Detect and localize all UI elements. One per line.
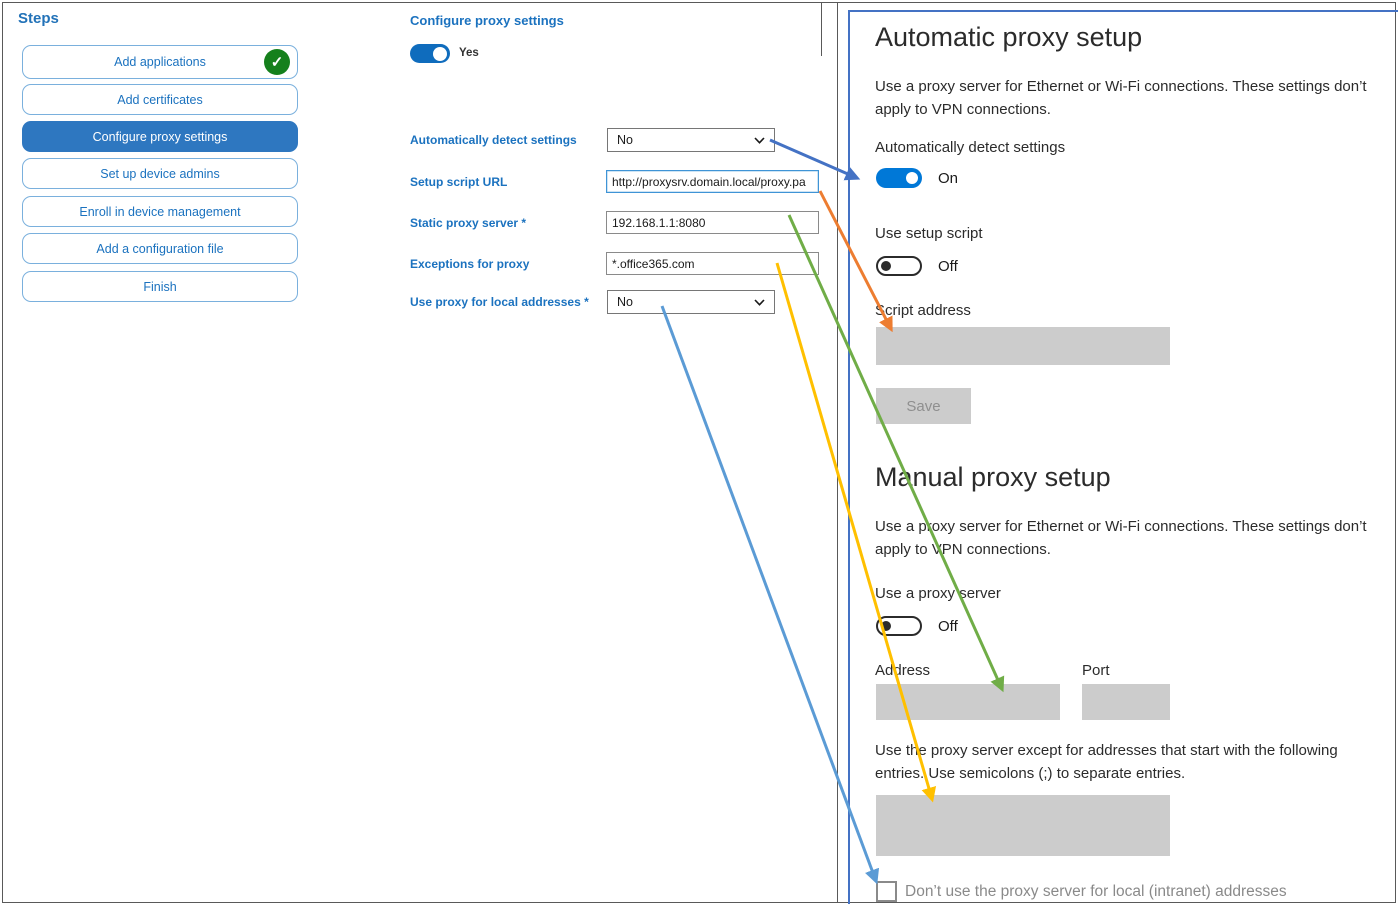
step-enroll-in-device-management[interactable]: Enroll in device management (22, 196, 298, 227)
field-label-detect-settings: Automatically detect settings (410, 133, 577, 147)
toggle-knob (881, 261, 891, 271)
use-setup-script-toggle-state: Off (938, 258, 958, 275)
dropdown-value: No (617, 295, 633, 309)
toggle-knob (881, 621, 891, 631)
step-label: Enroll in device management (79, 204, 241, 219)
step-label: Add a configuration file (96, 241, 224, 256)
step-label: Add applications (114, 55, 206, 69)
pane-divider (837, 2, 838, 903)
outer-border-top (2, 2, 1396, 3)
address-input[interactable] (876, 684, 1060, 720)
manual-proxy-setup-heading: Manual proxy setup (875, 462, 1111, 492)
step-add-a-configuration-file[interactable]: Add a configuration file (22, 233, 298, 264)
field-label-proxy-local-addresses: Use proxy for local addresses * (410, 295, 589, 309)
outer-border-right (1395, 2, 1396, 903)
automatic-proxy-description: Use a proxy server for Ethernet or Wi-Fi… (875, 78, 1367, 118)
step-set-up-device-admins[interactable]: Set up device admins (22, 158, 298, 189)
detect-settings-dropdown[interactable]: No (607, 128, 775, 152)
save-button[interactable]: Save (876, 388, 971, 424)
settings-panel-frame-top (848, 10, 1398, 12)
detect-settings-toggle[interactable] (876, 168, 922, 188)
steps-title: Steps (18, 10, 59, 27)
script-address-label: Script address (875, 302, 971, 319)
proxy-exceptions-description: Use the proxy server except for addresse… (875, 742, 1338, 782)
proxy-local-addresses-dropdown[interactable]: No (607, 290, 775, 314)
port-label: Port (1082, 662, 1110, 679)
step-add-applications[interactable]: Add applications (22, 45, 298, 79)
automatic-proxy-setup-heading: Automatic proxy setup (875, 22, 1143, 52)
detect-settings-toggle-state: On (938, 170, 959, 187)
detect-settings-label: Automatically detect settings (875, 139, 1066, 156)
step-finish[interactable]: Finish (22, 271, 298, 302)
field-label-exceptions-for-proxy: Exceptions for proxy (410, 257, 530, 271)
address-label: Address (875, 662, 931, 679)
outer-border-left (2, 2, 3, 903)
settings-panel-frame-left (848, 10, 850, 904)
step-add-certificates[interactable]: Add certificates (22, 84, 298, 115)
exceptions-for-proxy-input[interactable] (606, 252, 819, 275)
configure-proxy-toggle[interactable] (410, 44, 450, 63)
step-label: Add certificates (117, 92, 203, 107)
use-setup-script-toggle[interactable] (876, 256, 922, 276)
chevron-down-icon (754, 133, 765, 147)
step-label: Finish (143, 279, 177, 294)
static-proxy-server-input[interactable] (606, 211, 819, 234)
pane-divider-short (821, 2, 822, 56)
use-proxy-server-toggle-state: Off (938, 618, 958, 635)
use-proxy-server-toggle[interactable] (876, 616, 922, 636)
local-addresses-checkbox-label: Don’t use the proxy server for local (in… (905, 883, 1287, 900)
toggle-knob (906, 172, 918, 184)
use-setup-script-label: Use setup script (875, 225, 983, 242)
field-label-setup-script-url: Setup script URL (410, 175, 508, 189)
form-title: Configure proxy settings (410, 13, 564, 28)
step-label: Set up device admins (100, 166, 220, 181)
arrow-local-addresses (660, 305, 880, 885)
setup-script-url-input[interactable] (606, 170, 819, 193)
manual-proxy-description: Use a proxy server for Ethernet or Wi-Fi… (875, 518, 1367, 558)
field-label-static-proxy-server: Static proxy server * (410, 216, 527, 230)
proxy-exceptions-input[interactable] (876, 795, 1170, 856)
toggle-knob (433, 46, 447, 61)
local-addresses-checkbox[interactable] (876, 881, 897, 902)
step-label: Configure proxy settings (92, 129, 228, 144)
use-proxy-server-label: Use a proxy server (875, 585, 1001, 602)
script-address-input[interactable] (876, 327, 1170, 365)
port-input[interactable] (1082, 684, 1170, 720)
dropdown-value: No (617, 133, 633, 147)
step-configure-proxy-settings[interactable]: Configure proxy settings (22, 121, 298, 152)
chevron-down-icon (754, 295, 765, 309)
completed-check-icon (264, 49, 290, 75)
configure-proxy-toggle-state: Yes (459, 47, 479, 59)
outer-border-bottom (2, 902, 1396, 903)
